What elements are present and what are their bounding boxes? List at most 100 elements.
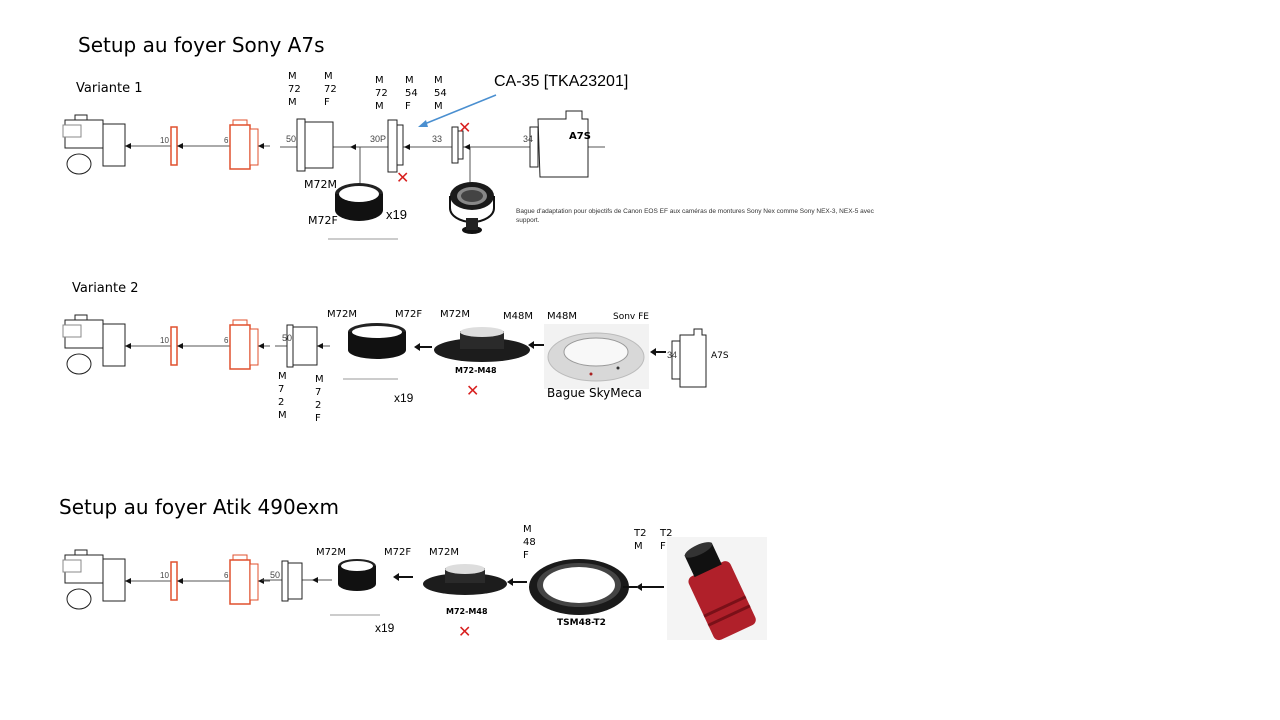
ring-label-m72m: M72M	[327, 309, 357, 320]
adapter-photo	[449, 182, 495, 234]
reducer-label-m48m: M48M	[503, 311, 533, 322]
train-part	[62, 324, 82, 338]
tsm-label-m48f: M 48 F	[523, 524, 536, 561]
train-part	[258, 143, 264, 149]
train-part	[125, 343, 131, 349]
label-m72m-vertical: M 7 2 M	[278, 371, 287, 421]
tube-50-drawing	[275, 324, 330, 368]
skymeca-label-m48m: M48M	[547, 311, 577, 322]
reducer-label-m72m: M72M	[440, 309, 470, 320]
train-part	[74, 114, 88, 121]
train-part	[229, 324, 251, 370]
x-mark-icon: ✕	[396, 168, 410, 187]
ring-label-m72f: M72F	[308, 214, 338, 227]
train-part	[62, 124, 82, 138]
skymeca-ring-photo	[544, 324, 649, 389]
label-m72m: M 72 M	[375, 75, 388, 112]
callout-arrow-icon	[418, 94, 497, 127]
ring-count: x19	[375, 621, 395, 635]
x-mark-icon: ✕	[458, 118, 472, 137]
reducer-m72-m48-photo	[423, 564, 527, 595]
train-part	[66, 588, 92, 610]
ca35-callout: CA-35 [TKA23201]	[494, 73, 629, 90]
title-atik: Setup au foyer Atik 490exm	[59, 495, 339, 519]
tsm48-t2-ring-photo	[529, 559, 637, 615]
distance-50: 50	[286, 134, 297, 144]
ring-caption-placeholder	[343, 378, 398, 380]
train-part	[249, 128, 259, 166]
train-part	[177, 143, 183, 149]
train-part	[74, 314, 88, 321]
train-part	[170, 326, 178, 366]
train-part	[177, 578, 183, 584]
ring-caption-placeholder	[328, 238, 398, 240]
variante-1-label: Variante 1	[76, 81, 143, 96]
distance-50: 50	[282, 333, 293, 343]
train-part	[170, 561, 178, 601]
skymeca-name: Bague SkyMeca	[547, 386, 642, 400]
label-t2m: T2 M	[634, 528, 647, 552]
train-part	[170, 126, 178, 166]
train-part	[102, 558, 126, 602]
label-m72m: M 72 M	[288, 71, 301, 108]
reducer-m72-m48-photo	[414, 327, 545, 362]
adapter-caption: Bague d'adaptation pour objectifs de Can…	[516, 208, 874, 224]
arrow-left-icon	[636, 583, 664, 591]
ring-count: x19	[386, 207, 407, 222]
train-part	[74, 549, 88, 556]
train-part	[125, 143, 131, 149]
tube-50-drawing	[262, 560, 332, 602]
train-part	[249, 328, 259, 366]
extension-ring-photo	[335, 183, 383, 221]
ring-label-m72f: M72F	[384, 547, 412, 558]
skymeca-label-sony-fe: Sonv FE	[613, 312, 649, 322]
train-part	[66, 153, 92, 175]
x-mark-icon: ✕	[458, 622, 472, 641]
train-part	[249, 563, 259, 601]
train-part	[102, 123, 126, 167]
ring-count: x19	[394, 391, 414, 405]
label-m72f: M 72 F	[324, 71, 337, 108]
distance-label: 6	[224, 571, 229, 580]
camera-label-a7s: A7S	[569, 131, 591, 142]
train-part	[102, 323, 126, 367]
distance-33: 33	[432, 134, 443, 144]
reducer-label-m72m: M72M	[429, 547, 459, 558]
label-m54f: M 54 F	[405, 75, 418, 112]
variante-1-train-drawing	[280, 110, 605, 185]
variante-2-label: Variante 2	[72, 281, 139, 296]
label-t2f: T2 F	[660, 528, 673, 552]
ring-label-m72m: M72M	[316, 547, 346, 558]
extension-ring-photo	[338, 559, 413, 591]
train-part	[258, 343, 264, 349]
distance-50: 50	[270, 570, 281, 580]
train-part	[177, 343, 183, 349]
train-part	[229, 559, 251, 605]
distance-label: 6	[224, 136, 229, 145]
camera-a7s-drawing	[650, 328, 707, 388]
camera-label-a7s: A7S	[711, 351, 729, 361]
train-part	[66, 353, 92, 375]
label-m54m: M 54 M	[434, 75, 447, 112]
train-part	[125, 578, 131, 584]
title-sony: Setup au foyer Sony A7s	[78, 33, 325, 57]
distance-34: 34	[667, 350, 678, 360]
distance-34: 34	[523, 134, 534, 144]
label-m72f-vertical: M 7 2 F	[315, 374, 324, 424]
tsm-name: TSM48-T2	[557, 618, 606, 628]
focuser-train-drawing: 10 6	[62, 549, 270, 610]
focuser-train-drawing: 10 6	[62, 114, 270, 175]
reducer-name: M72-M48	[455, 366, 497, 375]
ring-caption-placeholder	[330, 614, 380, 616]
reducer-name: M72-M48	[446, 607, 488, 616]
distance-label: 6	[224, 336, 229, 345]
distance-label: 10	[160, 136, 169, 145]
x-mark-icon: ✕	[466, 381, 480, 400]
extension-ring-photo	[348, 323, 406, 359]
distance-30p: 30P	[370, 134, 387, 144]
ring-label-m72m: M72M	[304, 178, 337, 191]
ring-label-m72f: M72F	[395, 309, 423, 320]
train-part	[62, 559, 82, 573]
atik-camera-photo	[667, 537, 767, 641]
distance-label: 10	[160, 571, 169, 580]
